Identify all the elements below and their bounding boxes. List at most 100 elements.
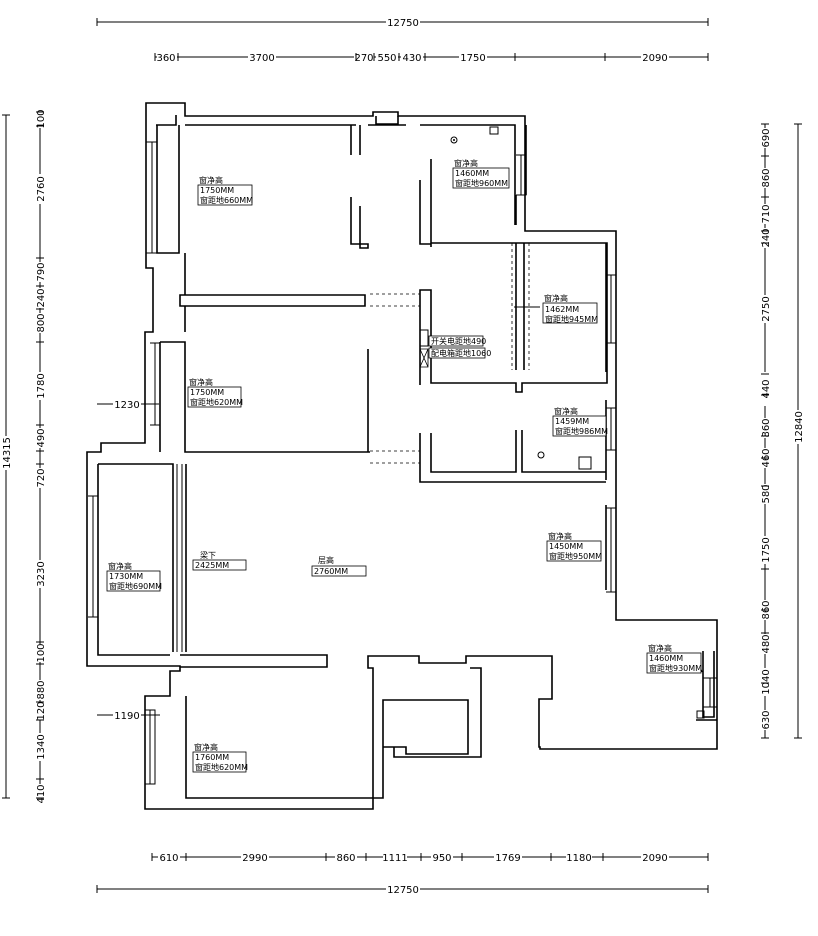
left-dim-5: 800 xyxy=(36,313,47,332)
window-label-4: 窗净高 1750MM 窗距地620MM xyxy=(187,377,243,408)
window-label-5: 窗净高 1459MM 窗距地986MM xyxy=(552,406,608,437)
right-dim-12: 480 xyxy=(761,634,772,653)
top-dim-4: 550 xyxy=(377,53,396,64)
right-dim-13: 1040 xyxy=(761,669,772,694)
svg-text:配电箱距地1060: 配电箱距地1060 xyxy=(431,348,491,358)
svg-text:窗距地660MM: 窗距地660MM xyxy=(200,195,253,205)
window-label-2: 窗净高 1460MM 窗距地960MM xyxy=(452,158,510,189)
svg-text:1462MM: 1462MM xyxy=(545,305,579,314)
top-dim-5: 430 xyxy=(402,53,421,64)
floor-drain-icon xyxy=(537,451,545,459)
svg-text:1460MM: 1460MM xyxy=(455,169,489,178)
left-total-dimension: 14315 xyxy=(0,114,13,799)
svg-text:2760MM: 2760MM xyxy=(314,567,348,576)
svg-text:窗距地960MM: 窗距地960MM xyxy=(455,178,508,188)
window-label-3: 窗净高 1462MM 窗距地945MM xyxy=(542,293,598,324)
svg-text:1459MM: 1459MM xyxy=(555,417,589,426)
svg-text:1750MM: 1750MM xyxy=(200,186,234,195)
svg-text:1450MM: 1450MM xyxy=(549,542,583,551)
bottom-total-dimension: 12750 xyxy=(96,883,709,896)
window-label-8: 窗净高 1460MM 窗距地930MM xyxy=(646,643,702,674)
left-dim-12: 120 xyxy=(36,701,47,720)
svg-text:窗距地986MM: 窗距地986MM xyxy=(555,426,608,436)
svg-text:窗净高: 窗净高 xyxy=(648,643,672,653)
outer-walls xyxy=(86,102,718,810)
pipe-icon xyxy=(489,126,499,135)
svg-text:1750MM: 1750MM xyxy=(190,388,224,397)
svg-text:1730MM: 1730MM xyxy=(109,572,143,581)
right-dim-14: 630 xyxy=(761,710,772,729)
svg-text:梁下: 梁下 xyxy=(200,551,216,560)
bottom-dimension-chain: 610 2990 860 1111 950 1769 1180 2090 xyxy=(151,851,709,864)
dashed-openings xyxy=(370,243,530,464)
right-dim-6: 440 xyxy=(761,379,772,398)
left-dim-13: 1340 xyxy=(36,734,47,759)
svg-text:层高: 层高 xyxy=(318,555,334,565)
svg-text:窗距地950MM: 窗距地950MM xyxy=(549,551,602,561)
bottom-dim-4: 1111 xyxy=(382,853,407,864)
left-dimension-chain: 100 2760 790 240 800 1780 490 720 3230 1… xyxy=(34,109,47,804)
right-dim-9: 580 xyxy=(761,484,772,503)
top-dim-1: 360 xyxy=(156,53,175,64)
svg-text:1190: 1190 xyxy=(114,711,139,722)
window-label-6: 窗净高 1730MM 窗距地690MM xyxy=(106,561,162,592)
top-dimension-chain: 360 3700 270 550 430 1750 2090 xyxy=(154,51,709,64)
top-dim-2: 3700 xyxy=(249,53,274,64)
svg-text:窗距地620MM: 窗距地620MM xyxy=(190,397,243,407)
outlet-box-icon xyxy=(419,329,429,347)
svg-text:2425MM: 2425MM xyxy=(195,561,229,570)
left-dim-2: 2760 xyxy=(36,176,47,201)
inner-left-dimension-2: 1190 xyxy=(97,709,160,722)
svg-text:窗净高: 窗净高 xyxy=(548,531,572,541)
top-total-dimension: 12750 xyxy=(96,16,709,29)
svg-text:窗净高: 窗净高 xyxy=(189,377,213,387)
svg-text:窗距地945MM: 窗距地945MM xyxy=(545,314,598,324)
bottom-dim-6: 1769 xyxy=(495,853,520,864)
pipe-icon xyxy=(578,456,592,470)
left-dim-4: 240 xyxy=(36,288,47,307)
svg-text:窗净高: 窗净高 xyxy=(554,406,578,416)
left-dim-7: 490 xyxy=(36,428,47,447)
ceiling-height-note: 层高 2760MM xyxy=(311,555,367,577)
svg-text:窗距地930MM: 窗距地930MM xyxy=(649,663,702,673)
top-dim-6: 1750 xyxy=(460,53,485,64)
right-dim-3: 710 xyxy=(761,204,772,223)
top-total-label: 12750 xyxy=(387,18,419,29)
left-dim-3: 790 xyxy=(36,262,47,281)
right-dim-7: 860 xyxy=(761,418,772,437)
right-dim-1: 690 xyxy=(761,128,772,147)
right-dim-10: 1750 xyxy=(761,537,772,562)
left-dim-9: 3230 xyxy=(36,561,47,586)
svg-text:窗净高: 窗净高 xyxy=(544,293,568,303)
bottom-total-label: 12750 xyxy=(387,885,419,896)
bottom-dim-2: 2990 xyxy=(242,853,267,864)
svg-text:1230: 1230 xyxy=(114,400,139,411)
bottom-dim-3: 860 xyxy=(336,853,355,864)
left-dim-8: 720 xyxy=(36,468,47,487)
floor-drain-icon xyxy=(450,136,458,144)
bottom-dim-5: 950 xyxy=(432,853,451,864)
beam-under-note: 梁下 2425MM xyxy=(192,551,247,571)
right-total-label: 12840 xyxy=(794,411,805,443)
pipe-icon xyxy=(696,710,705,719)
bottom-dim-8: 2090 xyxy=(642,853,667,864)
left-dim-11: 880 xyxy=(36,680,47,699)
window-label-7: 窗净高 1450MM 窗距地950MM xyxy=(546,531,602,562)
svg-text:1460MM: 1460MM xyxy=(649,654,683,663)
svg-text:1760MM: 1760MM xyxy=(195,753,229,762)
window-label-1: 窗净高 1750MM 窗距地660MM xyxy=(197,175,253,206)
bottom-dim-1: 610 xyxy=(159,853,178,864)
svg-text:窗净高: 窗净高 xyxy=(454,158,478,168)
distribution-box-icon xyxy=(419,348,429,368)
right-dim-2: 860 xyxy=(761,168,772,187)
left-dim-14: 410 xyxy=(36,784,47,803)
svg-text:开关电距地490: 开关电距地490 xyxy=(431,336,486,346)
top-dim-3: 270 xyxy=(354,53,373,64)
right-total-dimension: 12840 xyxy=(792,123,805,739)
right-dim-5: 2750 xyxy=(761,296,772,321)
svg-text:窗距地620MM: 窗距地620MM xyxy=(195,762,248,772)
window-bands xyxy=(88,141,718,785)
left-total-label: 14315 xyxy=(2,437,13,469)
outlet-notes: 开关电距地490 配电箱距地1060 xyxy=(428,335,491,359)
